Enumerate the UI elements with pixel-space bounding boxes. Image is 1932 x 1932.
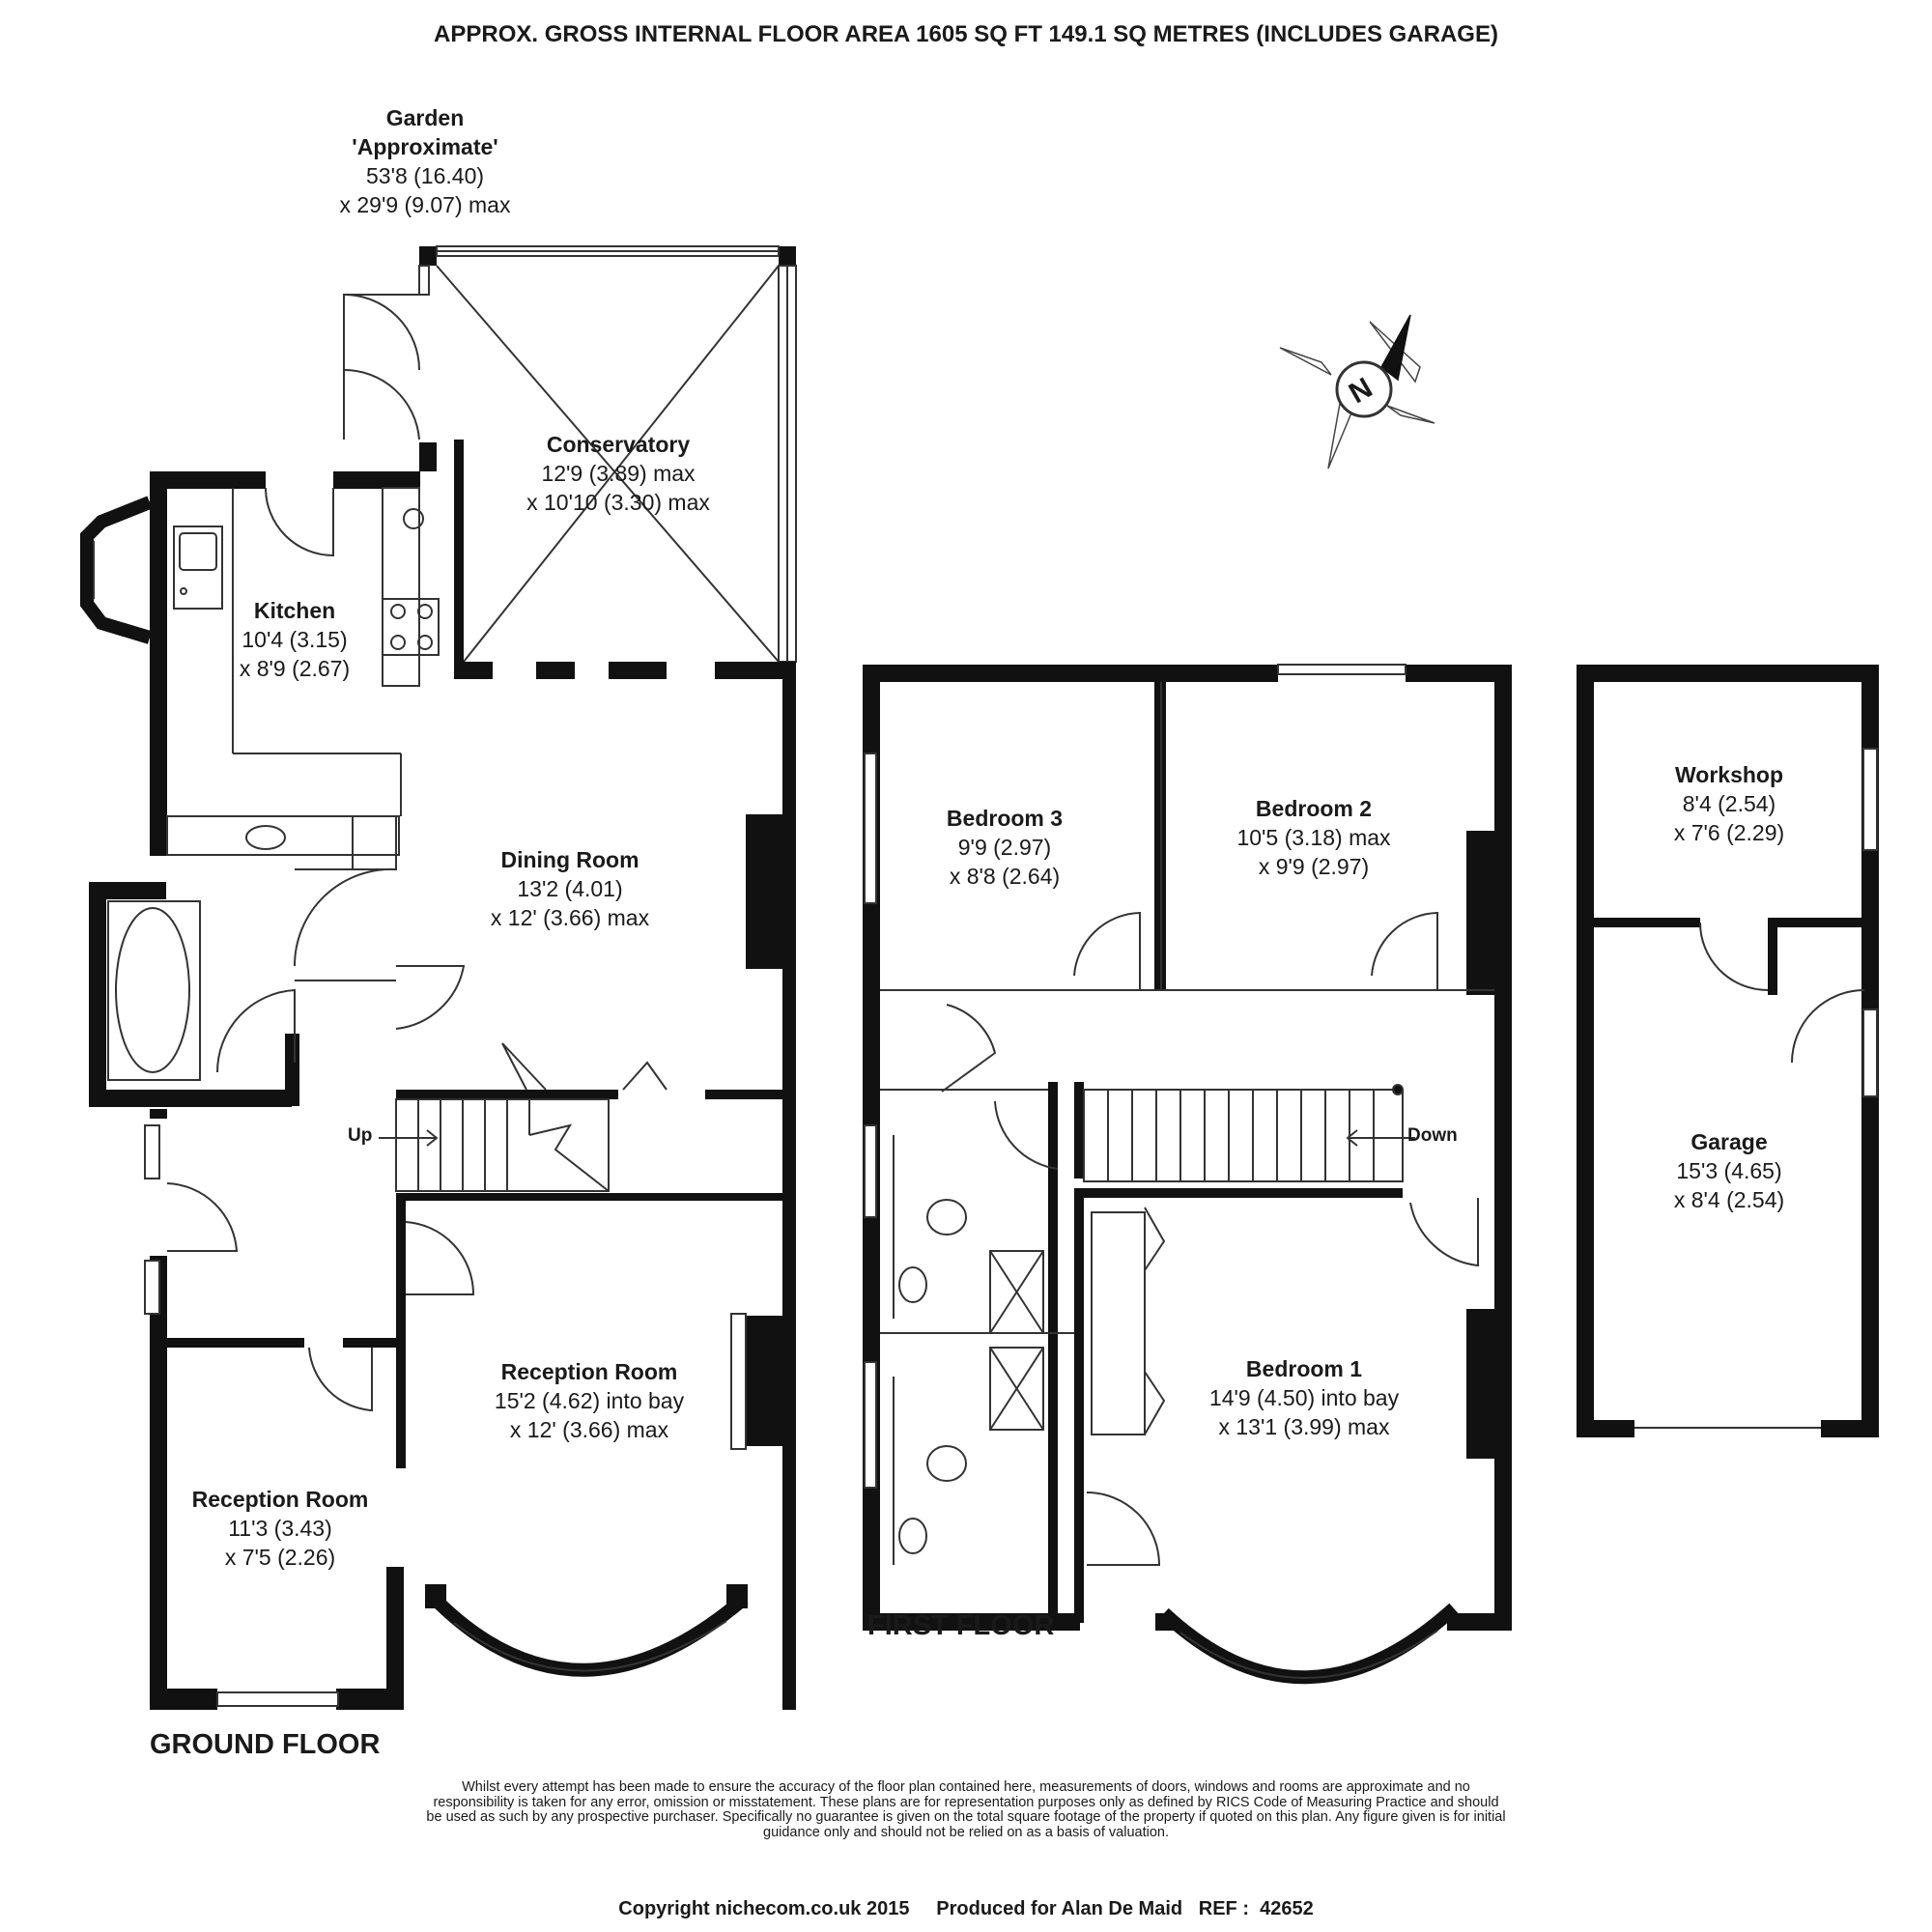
garden-name: Garden — [385, 105, 465, 130]
room-name: Reception Room — [500, 1359, 678, 1384]
kitchen-bay-window — [80, 496, 153, 644]
room-name: Reception Room — [191, 1487, 369, 1512]
room-dim: 11'3 (3.43) — [228, 1516, 332, 1541]
compass-rose — [1279, 314, 1435, 469]
room-bedroom-2: Bedroom 2 10'5 (3.18) max x 9'9 (2.97) — [1198, 794, 1430, 881]
stairs-ground-floor — [379, 1098, 610, 1192]
garden-label: Garden 'Approximate' 53'8 (16.40) x 29'9… — [299, 103, 551, 219]
room-dim: 14'9 (4.50) into bay — [1208, 1385, 1400, 1410]
conservatory-structure — [343, 245, 797, 671]
room-dim: x 8'4 (2.54) — [1673, 1187, 1785, 1212]
room-dim: x 8'9 (2.67) — [239, 656, 351, 681]
garden-dim1: 53'8 (16.40) — [365, 163, 485, 188]
room-kitchen: Kitchen 10'4 (3.15) x 8'9 (2.67) — [208, 596, 382, 683]
garden-dim2: x 29'9 (9.07) max — [339, 192, 511, 217]
room-dim: x 12' (3.66) max — [490, 905, 650, 930]
room-dim: 15'2 (4.62) into bay — [494, 1388, 685, 1413]
room-name: Workshop — [1674, 762, 1784, 787]
room-dim: 10'4 (3.15) — [242, 627, 348, 652]
down-label: Down — [1407, 1125, 1458, 1146]
floor-area-header: APPROX. GROSS INTERNAL FLOOR AREA 1605 S… — [434, 21, 1498, 47]
room-dim: 10'5 (3.18) max — [1236, 825, 1391, 850]
room-name: Conservatory — [546, 432, 691, 457]
room-dim: x 12' (3.66) max — [509, 1417, 669, 1442]
copyright-line: Copyright nichecom.co.uk 2015 Produced f… — [618, 1898, 1314, 1919]
room-name: Kitchen — [253, 598, 336, 623]
first-floor-plan — [863, 664, 1512, 1685]
room-conservatory: Conservatory 12'9 (3.89) max x 10'10 (3.… — [473, 430, 763, 517]
room-reception-large: Reception Room 15'2 (4.62) into bay x 12… — [454, 1357, 724, 1444]
room-bedroom-1: Bedroom 1 14'9 (4.50) into bay x 13'1 (3… — [1159, 1354, 1449, 1441]
room-name: Bedroom 2 — [1255, 796, 1373, 821]
room-dim: 13'2 (4.01) — [517, 876, 623, 901]
room-dim: x 13'1 (3.99) max — [1218, 1414, 1390, 1439]
room-dim: x 9'9 (2.97) — [1258, 854, 1370, 879]
stairs-first-floor — [1083, 1084, 1415, 1182]
room-garage: Garage 15'3 (4.65) x 8'4 (2.54) — [1652, 1127, 1806, 1214]
up-label: Up — [348, 1125, 373, 1146]
room-workshop: Workshop 8'4 (2.54) x 7'6 (2.29) — [1642, 760, 1816, 847]
room-dim: x 10'10 (3.30) max — [526, 490, 710, 515]
first-floor-title: FIRST FLOOR — [867, 1610, 1055, 1641]
disclaimer-text: Whilst every attempt has been made to en… — [426, 1779, 1506, 1840]
ground-floor-walls — [89, 471, 796, 1710]
room-dining: Dining Room 13'2 (4.01) x 12' (3.66) max — [454, 845, 686, 932]
room-name: Bedroom 3 — [946, 806, 1064, 831]
reception-bay-window — [425, 1584, 749, 1677]
room-dim: x 8'8 (2.64) — [949, 864, 1061, 889]
room-dim: 8'4 (2.54) — [1682, 791, 1776, 816]
room-reception-small: Reception Room 11'3 (3.43) x 7'5 (2.26) — [169, 1485, 391, 1572]
room-name: Bedroom 1 — [1245, 1356, 1363, 1381]
room-name: Garage — [1690, 1129, 1768, 1154]
room-dim: x 7'5 (2.26) — [224, 1545, 336, 1570]
ground-floor-title: GROUND FLOOR — [150, 1729, 381, 1760]
ground-floor-plan — [80, 245, 797, 1710]
room-dim: 9'9 (2.97) — [957, 835, 1052, 860]
room-dim: x 7'6 (2.29) — [1673, 820, 1785, 845]
bedroom-1-bay-window — [1159, 1603, 1459, 1685]
room-dim: 12'9 (3.89) max — [541, 461, 696, 486]
garden-note: 'Approximate' — [352, 134, 498, 159]
outbuilding-plan — [1577, 665, 1879, 1437]
room-bedroom-3: Bedroom 3 9'9 (2.97) x 8'8 (2.64) — [898, 804, 1111, 891]
room-name: Dining Room — [500, 847, 639, 872]
room-dim: 15'3 (4.65) — [1676, 1158, 1782, 1183]
